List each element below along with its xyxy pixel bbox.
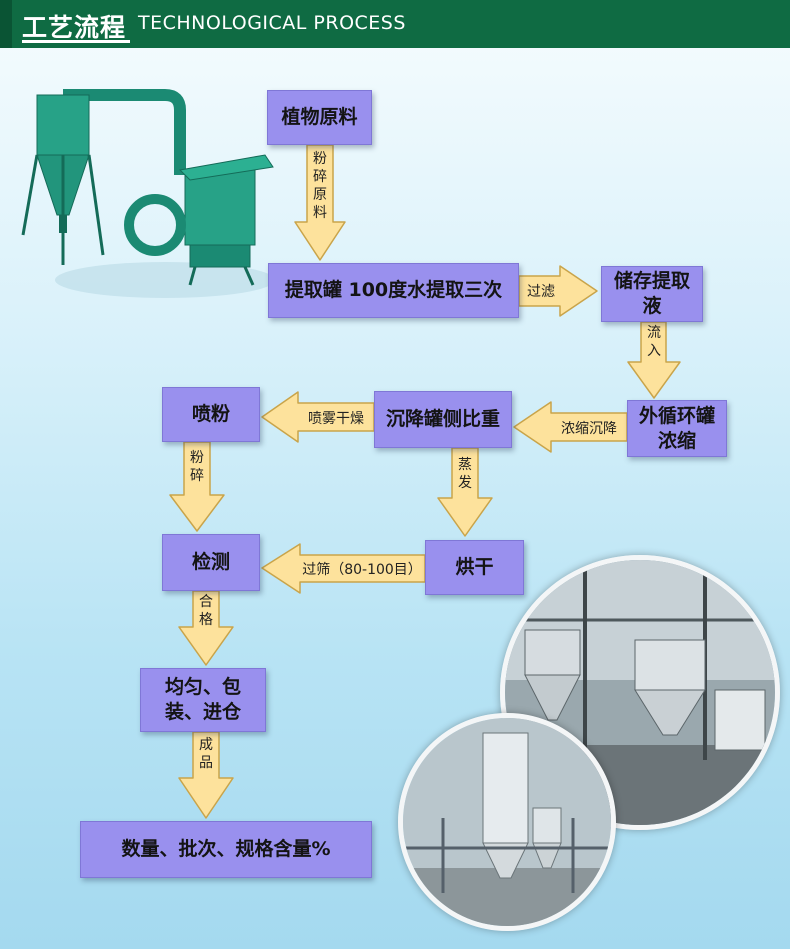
step-packing-text: 均匀、包装、进仓	[164, 676, 241, 723]
label-qualified: 合格	[199, 594, 213, 628]
arrow-conc-settle	[513, 401, 628, 453]
arrow-spray-dry	[261, 391, 375, 443]
page-subtitle: TECHNOLOGICAL PROCESS	[138, 12, 406, 34]
label-crush-spray: 粉碎	[190, 450, 204, 484]
arrow-inflow	[627, 321, 681, 399]
step-packing: 均匀、包装、进仓	[140, 668, 266, 732]
label-conc-settle: 浓缩沉降	[561, 421, 617, 437]
step-settling: 沉降罐侧比重	[374, 391, 512, 448]
step-testing-text: 检测	[191, 551, 230, 573]
label-filter: 过滤	[527, 284, 555, 300]
step-concentration: 外循环罐浓缩	[627, 400, 727, 457]
label-spray-dry: 喷雾干燥	[308, 411, 364, 427]
step-final-text: 数量、批次、规格含量%	[121, 838, 331, 860]
step-concentration-text: 外循环罐浓缩	[638, 404, 715, 452]
arrow-filter	[518, 265, 598, 317]
step-final: 数量、批次、规格含量%	[80, 821, 372, 878]
header-bar: 工艺流程 TECHNOLOGICAL PROCESS	[0, 0, 790, 48]
header-tab	[0, 0, 12, 48]
step-extraction-text: 提取罐 100度水提取三次	[284, 279, 503, 301]
step-raw-material-text: 植物原料	[281, 106, 358, 128]
arrow-evap	[437, 447, 493, 537]
step-drying: 烘干	[425, 540, 524, 595]
title-underline	[22, 40, 130, 43]
crusher-machine-image	[21, 89, 275, 298]
step-spray-powder-text: 喷粉	[191, 403, 230, 425]
arrow-crush-raw	[294, 144, 346, 261]
step-testing: 检测	[162, 534, 260, 591]
arrow-product	[178, 731, 234, 819]
page-title: 工艺流程	[22, 13, 127, 42]
label-product: 成品	[199, 737, 213, 771]
arrow-qualified	[178, 590, 234, 666]
step-drying-text: 烘干	[455, 556, 494, 578]
arrow-sieve	[261, 543, 426, 594]
step-storage-text: 储存提取液	[613, 270, 690, 317]
step-raw-material: 植物原料	[267, 90, 372, 145]
step-spray-powder: 喷粉	[162, 387, 260, 442]
step-extraction: 提取罐 100度水提取三次	[268, 263, 519, 318]
label-crush-raw: 粉碎原料	[313, 151, 327, 221]
label-evap: 蒸发	[458, 457, 472, 491]
label-sieve: 过筛（80-100目）	[302, 562, 422, 578]
step-settling-text: 沉降罐侧比重	[385, 408, 500, 430]
label-inflow: 流入	[647, 325, 661, 359]
arrow-crush-spray	[169, 441, 225, 532]
step-storage: 储存提取液	[601, 266, 703, 322]
factory-photo-small	[398, 713, 616, 931]
